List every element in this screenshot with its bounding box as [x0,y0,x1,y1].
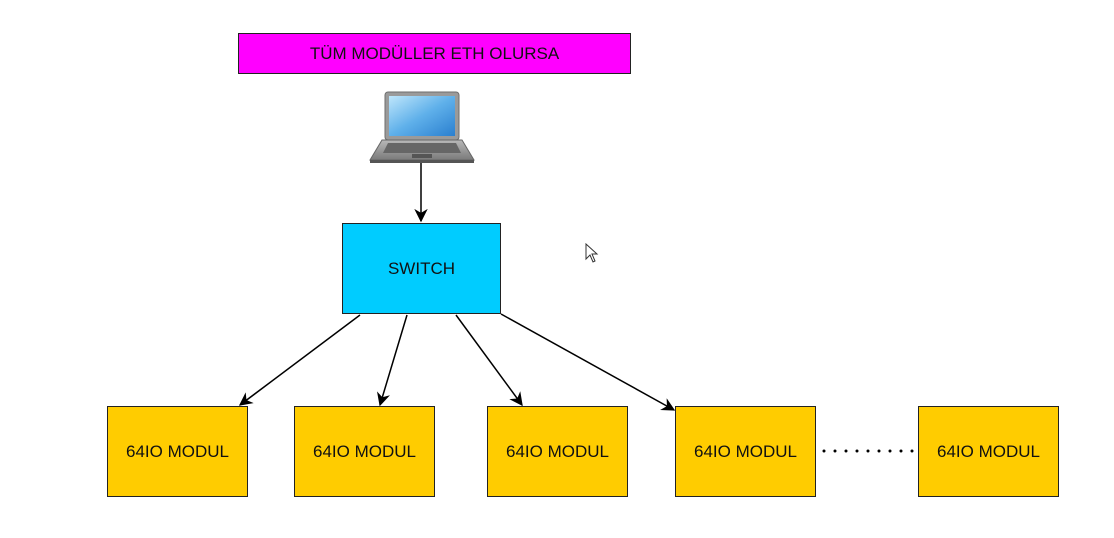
module-node-4[interactable]: 64IO MODUL [675,406,816,497]
module-node-2[interactable]: 64IO MODUL [294,406,435,497]
mouse-pointer-icon [585,243,599,263]
module-node-3[interactable]: 64IO MODUL [487,406,628,497]
edge-switch-module-4 [500,313,676,411]
module-label: 64IO MODUL [937,441,1040,461]
edge-switch-module-3 [455,314,523,407]
laptop-icon[interactable] [368,90,476,164]
edge-switch-module-2 [377,314,408,407]
module-label: 64IO MODUL [694,441,797,461]
module-node-1[interactable]: 64IO MODUL [107,406,248,497]
module-label: 64IO MODUL [313,441,416,461]
edge-switch-module-1 [238,314,361,406]
module-label: 64IO MODUL [506,441,609,461]
diagram-title-text: TÜM MODÜLLER ETH OLURSA [309,43,560,63]
module-node-n[interactable]: 64IO MODUL [918,406,1059,497]
module-label: 64IO MODUL [126,441,229,461]
switch-label: SWITCH [387,258,456,278]
switch-node[interactable]: SWITCH [342,223,501,314]
diagram-title[interactable]: TÜM MODÜLLER ETH OLURSA [238,33,631,74]
